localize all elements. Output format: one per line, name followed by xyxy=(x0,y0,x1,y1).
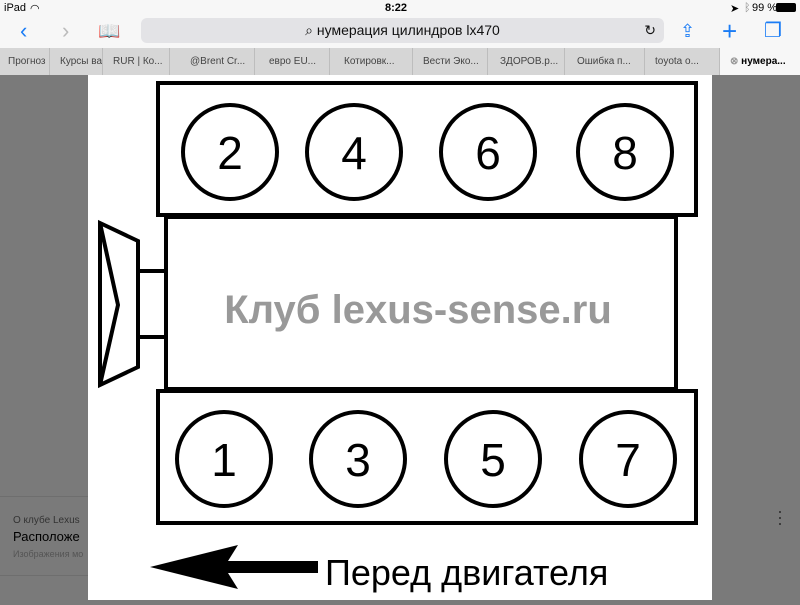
result-title: Расположе xyxy=(13,529,80,544)
bluetooth-icon: ᛒ xyxy=(744,2,751,14)
tab-active[interactable]: ⊗ нумера... xyxy=(720,48,800,75)
front-label: Перед двигателя xyxy=(325,552,608,593)
result-subtitle: Изображения мо xyxy=(13,549,84,559)
status-bar: iPad ◠ 8:22 ➤ ᛒ 99 % xyxy=(0,0,800,16)
bookmarks-icon[interactable]: 📖 xyxy=(98,21,121,41)
search-result-card[interactable]: О клубе Lexus Расположе Изображения мо xyxy=(0,496,88,576)
tab[interactable]: ЗДОРОВ.р... xyxy=(488,48,565,75)
forward-button[interactable]: › xyxy=(62,18,70,43)
tab[interactable]: Прогноз xyxy=(0,48,50,75)
tab[interactable]: toyota о... xyxy=(645,48,720,75)
cylinder-number: 6 xyxy=(475,127,501,179)
clock: 8:22 xyxy=(385,2,408,14)
tab-bar: Прогноз Курсы ва RUR | Ко... @Brent Cr..… xyxy=(0,48,800,75)
bottom-bank xyxy=(156,389,698,525)
cylinder-number: 2 xyxy=(217,127,243,179)
tab[interactable]: Ошибка п... xyxy=(565,48,645,75)
battery-icon xyxy=(776,3,796,12)
cylinder: 3 xyxy=(309,410,407,508)
share-icon[interactable]: ⇪ xyxy=(680,21,696,41)
cylinder: 2 xyxy=(181,103,279,201)
tab[interactable]: @Brent Cr... xyxy=(170,48,255,75)
cylinder: 1 xyxy=(175,410,273,508)
tab[interactable]: Вести Эко... xyxy=(413,48,488,75)
tab[interactable]: евро EU... xyxy=(255,48,330,75)
reload-icon[interactable]: ↻ xyxy=(644,22,656,38)
search-icon: ⌕ xyxy=(305,22,317,38)
address-bar[interactable]: ⌕ нумерация цилиндров lx470 ↻ xyxy=(141,18,664,43)
close-tab-icon[interactable]: ⊗ xyxy=(730,56,742,67)
tab[interactable]: Котировк... xyxy=(330,48,413,75)
cylinder: 7 xyxy=(579,410,677,508)
cylinder-number: 3 xyxy=(345,434,371,486)
pulley xyxy=(98,219,140,389)
cylinder-number: 8 xyxy=(612,127,638,179)
back-button[interactable]: ‹ xyxy=(20,18,28,43)
cylinder: 5 xyxy=(444,410,542,508)
device-label: iPad xyxy=(4,2,27,14)
tabs-overview-icon[interactable]: ❐ xyxy=(764,20,782,42)
cylinder-number: 7 xyxy=(615,434,641,486)
battery-percent: 99 % xyxy=(752,2,778,14)
tab[interactable]: Курсы ва xyxy=(50,48,103,75)
tab[interactable]: RUR | Ко... xyxy=(103,48,170,75)
cylinder: 4 xyxy=(305,103,403,201)
wifi-icon: ◠ xyxy=(30,3,40,15)
location-icon: ➤ xyxy=(730,3,740,15)
browser-toolbar: ‹ › 📖 ⌕ нумерация цилиндров lx470 ↻ ⇪ + … xyxy=(0,16,800,48)
new-tab-button[interactable]: + xyxy=(722,16,738,46)
cylinder-diagram-image[interactable]: 2 4 6 8 1 3 5 7 Клуб lexus-sense.ru Пере… xyxy=(88,75,712,600)
cylinder-number: 4 xyxy=(341,127,367,179)
cylinder-number: 5 xyxy=(480,434,506,486)
cylinder-number: 1 xyxy=(211,434,237,486)
pulley-shaft xyxy=(136,269,168,339)
search-query: нумерация цилиндров lx470 xyxy=(316,22,500,38)
tab-label: нумера... xyxy=(741,56,786,67)
arrow-left-icon xyxy=(150,545,318,589)
cylinder: 8 xyxy=(576,103,674,201)
cylinder: 6 xyxy=(439,103,537,201)
more-options-icon[interactable]: ··· xyxy=(777,501,783,533)
result-source: О клубе Lexus xyxy=(13,515,80,526)
watermark: Клуб lexus-sense.ru xyxy=(224,288,612,332)
